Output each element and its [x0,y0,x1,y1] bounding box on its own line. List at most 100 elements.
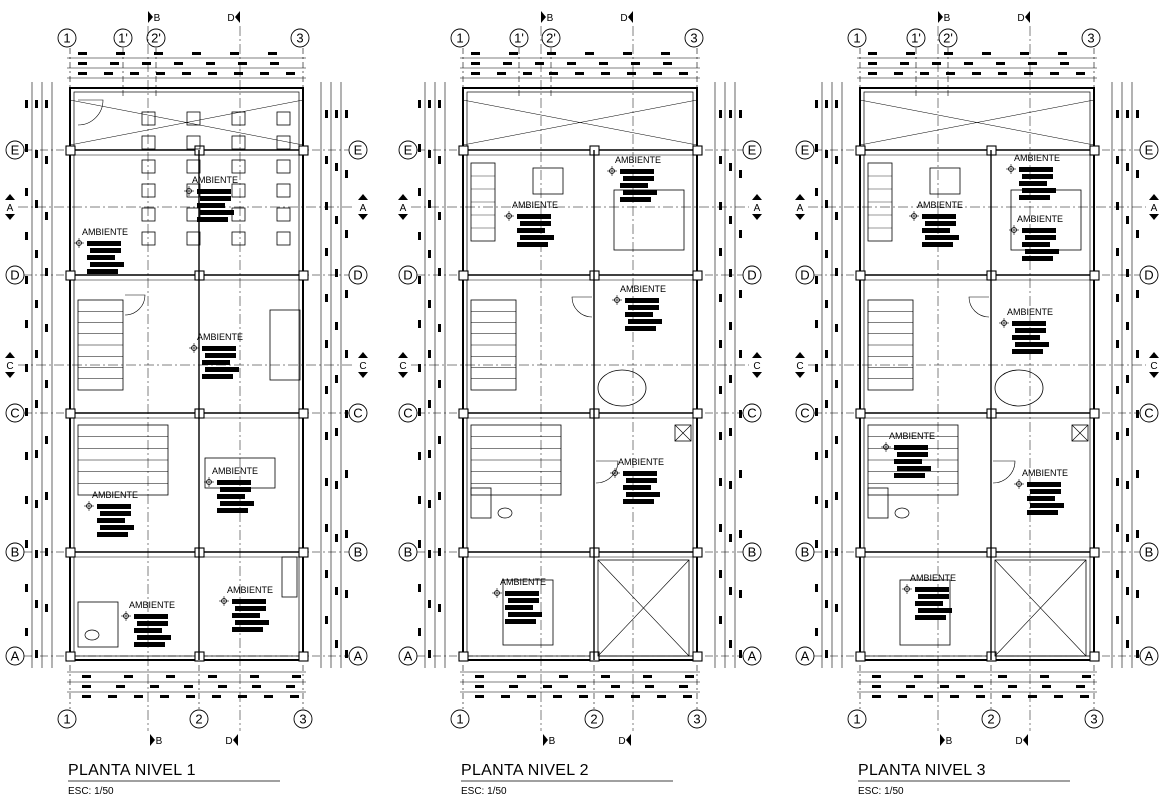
inner-wall [466,91,694,657]
dimension-mark [1050,72,1059,75]
dimension-mark [553,695,562,698]
dimension-mark [110,62,119,65]
axis-bubble-bottom-circle [584,709,604,729]
dimension-mark [1116,340,1119,348]
floor-tile [186,135,201,150]
axis-bubble-top-circle [509,28,529,48]
column [298,145,309,156]
dimension-mark [1136,290,1139,298]
dimension-mark [182,72,191,75]
axis-bubble-left: D [403,268,412,283]
column [855,145,866,156]
plan-title: PLANTA NIVEL 2 [461,762,589,779]
dimension-mark [142,62,151,65]
dimension-mark [739,530,742,538]
dimension-mark [815,144,818,152]
dimension-mark [130,72,139,75]
dimension-mark [1012,335,1040,340]
dimension-mark [599,62,608,65]
section-marker-side-marker-up [795,352,805,358]
plan-scale: ESC: 1/50 [858,786,904,797]
section-marker-side: C [753,361,760,372]
axis-bubble-top-circle [541,28,561,48]
axis-bubble-top: 2' [151,31,161,46]
floor-tile [276,159,291,174]
dimension-mark [45,380,48,388]
dimension-mark [438,380,441,388]
dimension-mark [264,695,273,698]
dimension-mark [815,452,818,460]
dimension-mark [90,248,121,253]
dimension-mark [1040,675,1049,678]
axis-bubble-left: C [403,406,412,421]
dimension-mark [156,72,165,75]
axis-bubble-top-circle [684,28,704,48]
dimension-mark [25,144,28,152]
dimension-mark [520,221,551,226]
armchair [532,167,564,195]
dimension-mark [825,250,828,258]
dimension-mark [920,72,929,75]
dimension-mark [475,675,484,678]
dimension-mark [134,695,143,698]
dimension-mark [335,322,338,330]
dimension-mark [335,640,338,648]
dimension-mark [503,62,512,65]
dimension-mark [924,695,933,698]
dimension-mark [663,62,672,65]
dimension-mark [835,492,838,500]
dimension-mark [729,322,732,330]
section-marker-top: D [620,13,627,24]
dimension-mark [35,200,38,208]
dimension-mark [418,584,421,592]
axis-bubble-top: 3 [1087,31,1094,46]
dimension-mark [577,685,586,688]
column [692,408,703,419]
axis-bubble-left: C [10,406,19,421]
dimension-mark [208,72,217,75]
floor-tile [141,135,156,150]
dimension-mark [428,450,431,458]
section-marker-side-marker-up [1149,194,1159,200]
dimension-mark [1116,432,1119,440]
void-diagonal [597,559,690,657]
dimension-mark [45,100,48,108]
section-marker-side-marker-up [795,194,805,200]
section-marker-side-marker-up [358,352,368,358]
dimension-mark [914,675,923,678]
dimension-mark [45,268,48,276]
section-marker-top-marker [235,11,240,23]
dimension-mark [1126,428,1129,436]
room-label: AMBIENTE [889,431,935,441]
axis-bubble-right: B [354,545,363,560]
dimension-mark [202,346,236,351]
axis-bubble-top: 1' [911,31,921,46]
dimension-mark [202,374,233,379]
axis-bubble-top-circle [906,28,926,48]
axis-bubble-bottom: 1 [63,712,70,727]
dimension-mark [1058,52,1067,55]
axis-bubble-top: 1 [853,31,860,46]
door-swing [77,99,104,126]
dimension-mark [428,600,431,608]
axis-bubble-right: D [353,268,362,283]
dimension-mark [543,685,552,688]
axis-bubble-bottom-circle [981,709,1001,729]
dimension-mark [1012,349,1043,354]
dimension-mark [739,110,742,118]
dimension-mark [894,459,922,464]
axis-bubble-bottom: 2 [590,712,597,727]
dimension-mark [906,52,915,55]
dimension-mark [234,72,243,75]
dimension-mark [825,500,828,508]
toilet [84,629,100,641]
column [458,547,469,558]
dimension-mark [825,650,828,658]
column [65,270,76,281]
column [65,408,76,419]
axis-bubble-top-circle [938,28,958,48]
dimension-mark [345,230,348,238]
section-marker-bottom: D [618,736,625,747]
dimension-mark [739,590,742,598]
dimension-mark [471,72,480,75]
